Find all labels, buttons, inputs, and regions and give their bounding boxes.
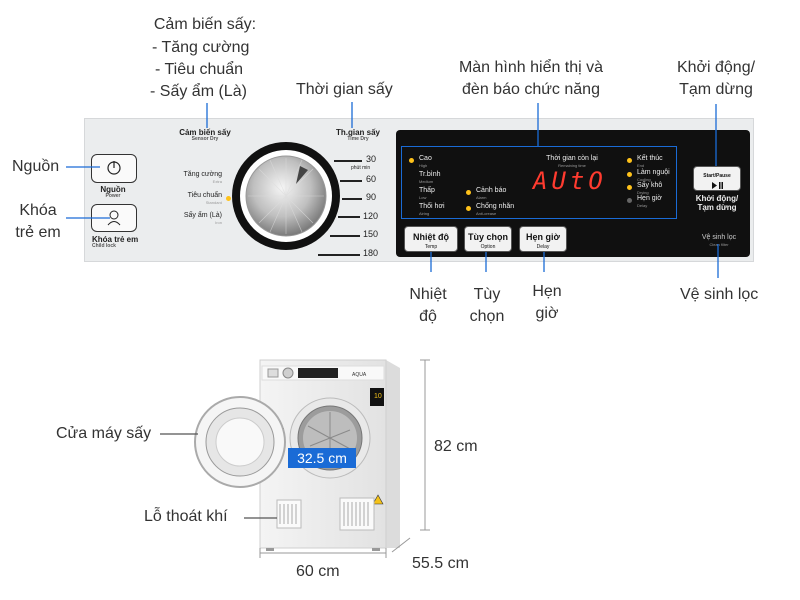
display-highlight-frame bbox=[401, 146, 677, 219]
child-lock-icon bbox=[107, 210, 121, 226]
svg-text:10: 10 bbox=[374, 393, 382, 400]
timer-callout: Hẹn giờ bbox=[532, 283, 562, 322]
sensor-extra-label: - Tăng cường bbox=[152, 39, 250, 56]
mini-control-display bbox=[298, 368, 338, 378]
cooling-dot bbox=[627, 172, 632, 177]
time-120: 120 bbox=[363, 211, 379, 221]
delay-dot bbox=[627, 198, 632, 203]
time-90-bar bbox=[342, 198, 362, 200]
time-120-bar bbox=[338, 216, 360, 218]
alarm-dot bbox=[466, 190, 471, 195]
svg-text:AQUA: AQUA bbox=[352, 372, 367, 378]
standard-indicator-dot bbox=[226, 196, 231, 201]
height-label: 82 cm bbox=[434, 438, 478, 455]
time-180-bar bbox=[318, 254, 360, 256]
sensor-standard-label: - Tiêu chuẩn bbox=[155, 61, 244, 78]
power-button[interactable] bbox=[91, 154, 137, 183]
anticrease-dot bbox=[466, 206, 471, 211]
temp-high-dot bbox=[409, 158, 414, 163]
program-dial[interactable] bbox=[230, 140, 342, 252]
panel-leader-lines bbox=[66, 102, 719, 278]
end-dot bbox=[627, 158, 632, 163]
dryer-door-callout: Cửa máy sấy bbox=[56, 425, 152, 442]
start-pause-callout: Khởi động/ Tạm dừng bbox=[676, 59, 756, 98]
time-60-bar bbox=[340, 180, 362, 182]
start-pause-panel-label: Khởi động/ Tạm dừng bbox=[695, 194, 739, 212]
power-icon bbox=[107, 161, 121, 175]
filter-clean-callout: Vệ sinh lọc bbox=[680, 286, 759, 303]
time-90: 90 bbox=[366, 192, 377, 202]
display-callout: Màn hình hiển thị và đèn báo chức năng bbox=[458, 59, 604, 98]
seven-segment-display: AUtO bbox=[533, 167, 607, 195]
warranty-badge bbox=[370, 388, 384, 406]
door-diameter-label: 32.5 cm bbox=[288, 448, 356, 468]
drying-dot bbox=[627, 185, 632, 190]
width-label: 60 cm bbox=[296, 563, 340, 580]
mode-iron[interactable]: Sấy ẩm (Là)Iron bbox=[183, 212, 222, 225]
time-30: 30 bbox=[366, 154, 377, 164]
start-pause-button[interactable]: Start/Pause bbox=[693, 166, 741, 191]
dry-time-callout: Thời gian sấy bbox=[296, 81, 393, 98]
sensor-dry-title: Cảm biến sấy: bbox=[153, 16, 257, 33]
child-lock-callout: Khóa trẻ em bbox=[15, 202, 61, 241]
time-150-bar bbox=[330, 235, 360, 237]
dryer-illustration: AQUA 10 bbox=[194, 359, 400, 551]
left-vent bbox=[276, 499, 302, 529]
dryer-side bbox=[386, 360, 400, 548]
vent-callout: Lỗ thoát khí bbox=[144, 508, 228, 525]
play-pause-icon bbox=[712, 182, 723, 189]
depth-label: 55.5 cm bbox=[412, 555, 469, 572]
time-60: 60 bbox=[366, 174, 377, 184]
time-150: 150 bbox=[363, 229, 379, 239]
temp-callout: Nhiệt độ bbox=[409, 286, 447, 325]
time-unit: phút min bbox=[351, 165, 371, 171]
power-callout: Nguồn bbox=[12, 158, 60, 175]
dimension-lines bbox=[160, 359, 430, 558]
time-180: 180 bbox=[363, 248, 379, 258]
time-30-bar bbox=[334, 160, 362, 162]
sensor-iron-label: - Sấy ẩm (Là) bbox=[150, 83, 247, 100]
option-callout: Tùy chọn bbox=[469, 286, 505, 325]
